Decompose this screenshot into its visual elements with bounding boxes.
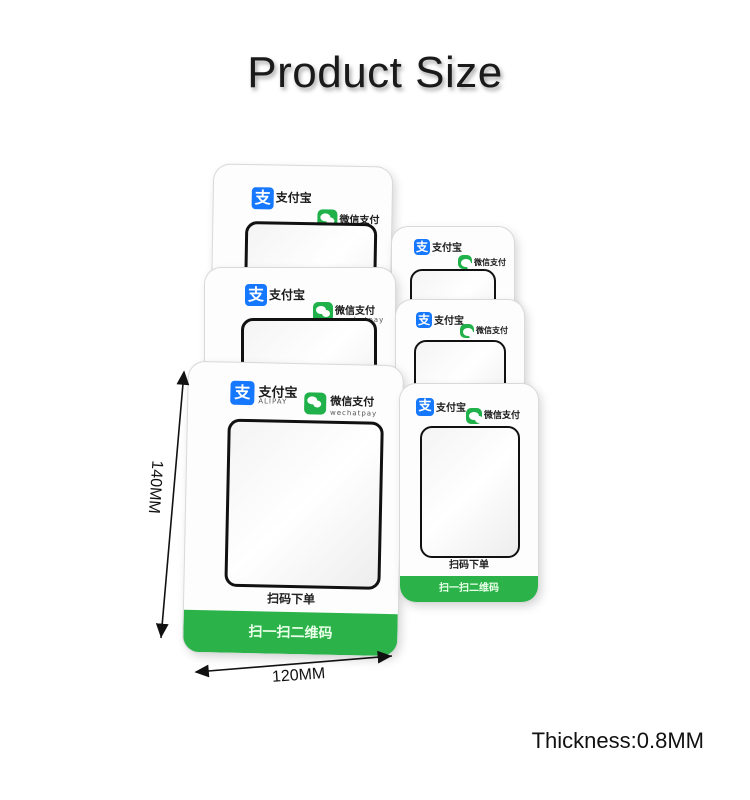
alipay-logo-icon: 支 bbox=[414, 239, 430, 255]
page-title: Product Size bbox=[247, 48, 503, 97]
product-card-middle-right: 支 支付宝 微信支付 bbox=[396, 300, 524, 396]
wechat-text: 微信支付 bbox=[476, 326, 508, 335]
product-card-front-right: 支 支付宝 微信支付 扫码下单 扫一扫二维码 bbox=[400, 384, 538, 602]
alipay-text: 支付宝 bbox=[432, 243, 462, 254]
thickness-label: Thickness:0.8MM bbox=[531, 728, 704, 753]
wechat-logo-icon bbox=[466, 408, 483, 424]
scan-code-banner: 扫一扫二维码 bbox=[400, 576, 538, 602]
alipay-text: 支付宝 bbox=[269, 288, 306, 302]
alipay-text: 支付宝 bbox=[434, 316, 464, 327]
wechat-logo-icon bbox=[458, 255, 475, 270]
alipay-logo-icon: 支 bbox=[416, 312, 432, 328]
product-card-back-right: 支 支付宝 微信支付 bbox=[392, 227, 514, 327]
scan-order-text: 扫码下单 bbox=[449, 560, 489, 571]
alipay-logo-icon: 支 bbox=[416, 398, 434, 416]
wechat-text: 微信支付 bbox=[474, 258, 506, 267]
height-label: 140MM bbox=[144, 459, 166, 515]
wechat-text: 微信支付 bbox=[335, 306, 375, 317]
qr-window bbox=[420, 426, 520, 558]
wechat-text: 微信支付 bbox=[484, 411, 521, 421]
wechat-logo-icon bbox=[460, 324, 477, 339]
wechat-logo-icon bbox=[313, 302, 333, 322]
width-label: 120MM bbox=[271, 665, 326, 686]
alipay-text: 支付宝 bbox=[436, 403, 466, 414]
alipay-logo-icon: 支 bbox=[245, 284, 267, 306]
